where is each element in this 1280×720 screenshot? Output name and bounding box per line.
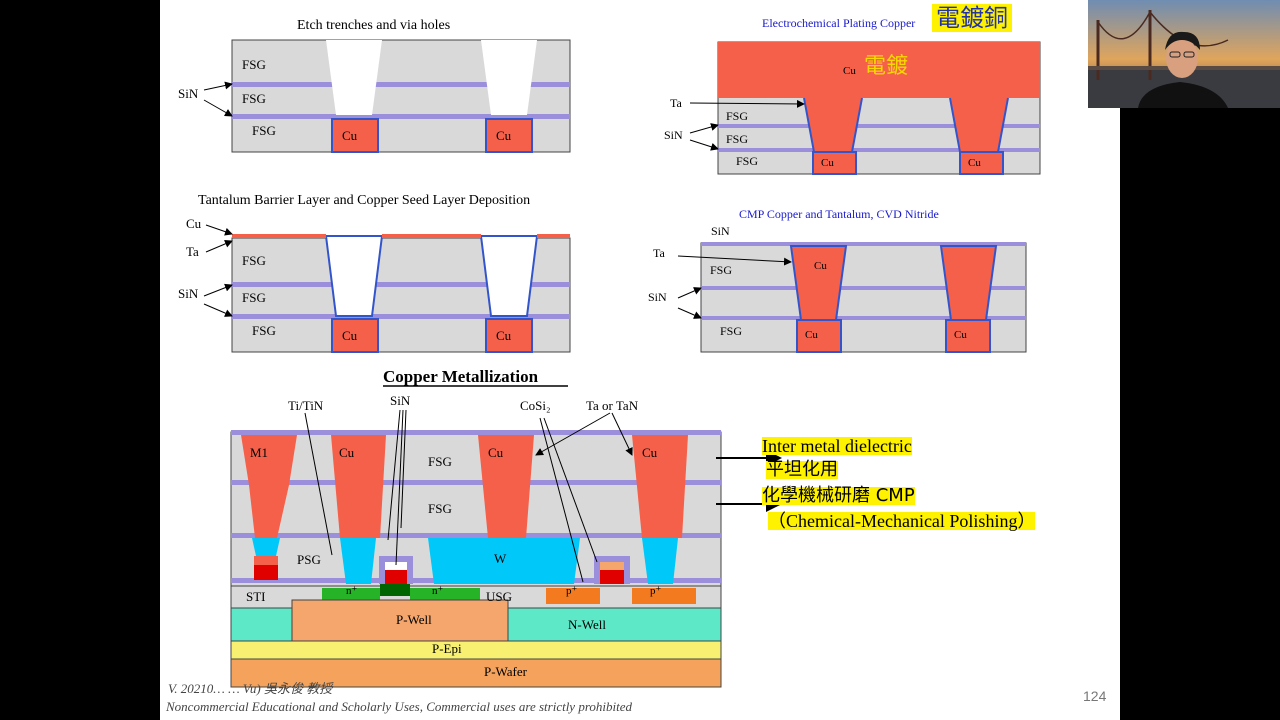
- label-ta: Ta: [186, 244, 199, 259]
- label-cu: Cu: [496, 128, 512, 143]
- label-n-well: N-Well: [568, 617, 606, 632]
- title-barrier: Tantalum Barrier Layer and Copper Seed L…: [198, 193, 531, 208]
- label-fsg: FSG: [428, 501, 452, 516]
- label-p-plus: p⁺: [650, 585, 662, 597]
- label-cu: Cu: [805, 329, 818, 341]
- label-sin: SiN: [664, 128, 683, 142]
- label-cu: Cu: [814, 260, 827, 272]
- slide: Etch trenches and via holes Electrochemi…: [160, 0, 1120, 720]
- label-fsg: FSG: [252, 323, 276, 338]
- note-imd: Inter metal dielectric: [762, 436, 912, 456]
- presenter-video: [1088, 0, 1280, 108]
- label-cu: Cu: [954, 329, 967, 341]
- note-cmp-cn: 化學機械研磨 CMP: [762, 485, 915, 506]
- label-fsg: FSG: [726, 132, 749, 146]
- label-fsg: FSG: [736, 154, 759, 168]
- diagram-canvas: [203, 39, 1041, 688]
- label-cu: Cu: [843, 65, 856, 77]
- label-ta-or-tan: Ta or TaN: [586, 398, 639, 413]
- title-plating: Electrochemical Plating Copper: [762, 16, 916, 30]
- label-p-wafer: P-Wafer: [484, 664, 527, 679]
- label-sin: SiN: [178, 286, 199, 301]
- panel-metallization: [230, 385, 782, 688]
- label-fsg: FSG: [252, 123, 276, 138]
- label-cu: Cu: [968, 157, 981, 169]
- label-ti-tin: Ti/TiN: [288, 398, 324, 413]
- label-fsg: FSG: [242, 253, 266, 268]
- label-cu: Cu: [488, 445, 504, 460]
- label-n-plus: n⁺: [432, 585, 444, 597]
- note-cmp-en: （Chemical-Mechanical Polishing）: [768, 511, 1036, 531]
- label-cu: Cu: [496, 328, 512, 343]
- plating-note-cn: 電鍍銅: [932, 4, 1012, 32]
- label-cu: Cu: [821, 157, 834, 169]
- label-sin: SiN: [648, 290, 667, 304]
- label-fsg: FSG: [710, 263, 733, 277]
- panel-barrier: [203, 224, 571, 353]
- panel-cmp: [677, 242, 1027, 353]
- label-usg: USG: [486, 589, 513, 604]
- label-cu: Cu: [342, 128, 358, 143]
- label-fsg: FSG: [720, 324, 743, 338]
- label-p-well: P-Well: [396, 612, 432, 627]
- label-n-plus: n⁺: [346, 585, 358, 597]
- label-p-plus: p⁺: [566, 585, 578, 597]
- plating-note-cn2: 電鍍: [864, 54, 909, 79]
- label-sti: STI: [246, 589, 266, 604]
- title-etch: Etch trenches and via holes: [297, 18, 451, 33]
- page-number: 124: [1083, 688, 1107, 704]
- label-ta: Ta: [670, 96, 682, 110]
- footer-version: V. 20210… … Vu) 吳永俊 教授: [168, 681, 333, 696]
- label-fsg: FSG: [242, 91, 266, 106]
- label-sin: SiN: [178, 86, 199, 101]
- label-fsg: FSG: [726, 109, 749, 123]
- label-p-epi: P-Epi: [432, 641, 462, 656]
- label-cu: Cu: [642, 445, 658, 460]
- label-ta: Ta: [653, 246, 665, 260]
- title-main: Copper Metallization: [383, 367, 539, 386]
- label-fsg: FSG: [242, 290, 266, 305]
- label-cu: Cu: [342, 328, 358, 343]
- label-w: W: [494, 551, 507, 566]
- label-sin: SiN: [390, 393, 411, 408]
- label-cu: Cu: [339, 445, 355, 460]
- label-m1: M1: [250, 445, 269, 460]
- panel-etch: [203, 39, 571, 153]
- note-planarize: 平坦化用: [766, 459, 838, 480]
- label-fsg: FSG: [242, 57, 266, 72]
- title-cmp: CMP Copper and Tantalum, CVD Nitride: [739, 207, 939, 221]
- label-sin: SiN: [711, 224, 730, 238]
- label-fsg: FSG: [428, 454, 452, 469]
- label-psg: PSG: [297, 552, 321, 567]
- footer-license: Noncommercial Educational and Scholarly …: [166, 699, 633, 714]
- label-cu: Cu: [186, 216, 202, 231]
- label-cosi2: CoSi₂: [520, 398, 551, 413]
- panel-plating: [689, 41, 1041, 175]
